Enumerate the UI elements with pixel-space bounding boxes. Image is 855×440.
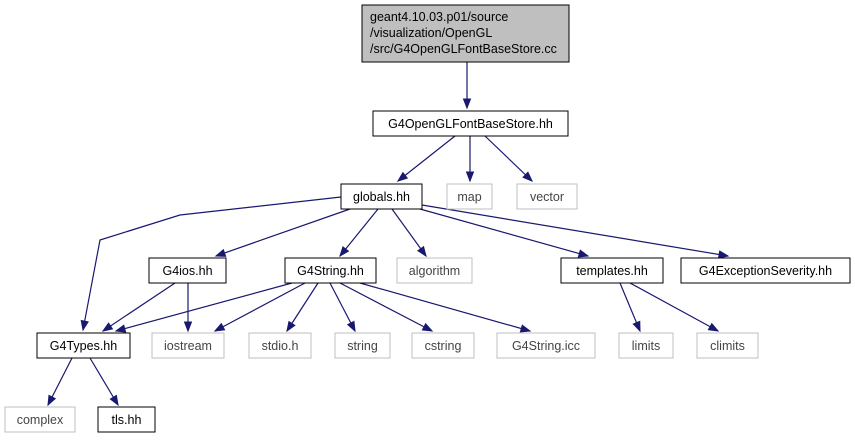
arrowhead-g4string-to-cstring [421, 322, 434, 332]
arrowhead-templates-to-limits [632, 320, 641, 333]
arrowhead-globals-to-templates [577, 249, 590, 258]
edge-g4string-to-g4types [115, 282, 293, 332]
node-g4string-hh[interactable]: G4String.hh [284, 257, 377, 284]
arrowhead-globals-to-exceptionseverity [717, 250, 730, 259]
tls-label: tls.hh [112, 413, 142, 427]
arrowhead-root-to-fontbase [462, 98, 472, 110]
arrowhead-g4string-to-g4types [114, 324, 127, 333]
cstring-label: cstring [425, 339, 462, 353]
edge-fontbase-to-vector [484, 135, 533, 182]
root-line-2: /visualization/OpenGL [370, 26, 492, 40]
g4stringicc-label: G4String.icc [512, 339, 580, 353]
arrowhead-fontbase-to-map [465, 171, 475, 183]
edges-layer [47, 62, 730, 407]
edge-globals-to-g4string [339, 208, 379, 257]
arrowhead-g4ios-to-iostream [183, 321, 193, 333]
edge-g4string-to-cstring [339, 282, 433, 332]
arrowhead-g4ios-to-g4types [101, 322, 114, 332]
g4string-label: G4String.hh [297, 264, 364, 278]
node-stdio-h[interactable]: stdio.h [248, 332, 312, 359]
arrowhead-g4types-to-complex [47, 394, 57, 407]
edge-g4string-to-g4stringicc [359, 282, 531, 332]
fontbasestore-label: G4OpenGLFontBaseStore.hh [388, 117, 553, 131]
node-algorithm[interactable]: algorithm [396, 257, 473, 284]
node-iostream[interactable]: iostream [151, 332, 225, 359]
arrowhead-globals-to-g4string [339, 245, 350, 258]
arrowhead-globals-to-g4types [80, 319, 89, 332]
edge-g4string-to-stdio [286, 282, 319, 332]
arrowhead-g4types-to-tls [109, 394, 119, 407]
node-vector[interactable]: vector [516, 183, 578, 210]
node-complex[interactable]: complex [4, 406, 76, 433]
root-line-3: /src/G4OpenGLFontBaseStore.cc [370, 42, 557, 56]
map-label: map [457, 190, 481, 204]
edge-fontbase-to-globals [397, 135, 456, 182]
arrowhead-globals-to-algorithm [417, 245, 427, 258]
g4types-label: G4Types.hh [50, 339, 117, 353]
edge-g4string-to-iostream [214, 282, 306, 332]
templates-label: templates.hh [576, 264, 648, 278]
complex-label: complex [17, 413, 64, 427]
algorithm-label: algorithm [409, 264, 460, 278]
arrowhead-g4string-to-iostream [213, 322, 226, 332]
vector-label: vector [530, 190, 564, 204]
stdio-label: stdio.h [262, 339, 299, 353]
node-g4types-hh[interactable]: G4Types.hh [36, 332, 131, 359]
edge-templates-to-climits [629, 282, 719, 332]
node-templates-hh[interactable]: templates.hh [560, 257, 664, 284]
arrowhead-fontbase-to-globals [396, 171, 409, 182]
node-g4string-icc[interactable]: G4String.icc [496, 332, 596, 359]
iostream-label: iostream [164, 339, 212, 353]
arrowhead-fontbase-to-vector [522, 171, 533, 182]
edge-globals-to-algorithm [391, 208, 427, 257]
arrowhead-g4string-to-g4stringicc [519, 324, 532, 333]
globals-label: globals.hh [353, 190, 410, 204]
node-string[interactable]: string [334, 332, 391, 359]
arrowhead-globals-to-g4ios [214, 248, 227, 257]
edge-globals-to-g4types [82, 196, 342, 331]
node-exceptionseverity-hh[interactable]: G4ExceptionSeverity.hh [680, 257, 851, 284]
node-climits[interactable]: climits [696, 332, 759, 359]
string-label: string [347, 339, 378, 353]
climits-label: climits [710, 339, 745, 353]
node-fontbasestore-hh[interactable]: G4OpenGLFontBaseStore.hh [372, 110, 569, 137]
node-limits[interactable]: limits [618, 332, 674, 359]
arrowhead-g4string-to-string [346, 320, 356, 333]
g4ios-label: G4ios.hh [162, 264, 212, 278]
limits-label: limits [632, 339, 660, 353]
node-map[interactable]: map [446, 183, 493, 210]
edge-g4ios-to-g4types [102, 282, 176, 332]
node-g4ios-hh[interactable]: G4ios.hh [148, 257, 227, 284]
exceptionseverity-label: G4ExceptionSeverity.hh [699, 264, 832, 278]
arrowhead-g4string-to-stdio [286, 320, 296, 333]
arrowhead-templates-to-climits [707, 322, 720, 332]
edge-globals-to-g4ios [215, 208, 351, 257]
root-line-1: geant4.10.03.p01/source [370, 10, 508, 24]
node-globals-hh[interactable]: globals.hh [340, 183, 423, 210]
node-root-file[interactable]: geant4.10.03.p01/source /visualization/O… [361, 4, 570, 63]
node-tls-hh[interactable]: tls.hh [97, 406, 156, 433]
edge-globals-to-templates [419, 208, 589, 257]
edge-globals-to-exceptionseverity [421, 204, 729, 257]
node-cstring[interactable]: cstring [411, 332, 475, 359]
